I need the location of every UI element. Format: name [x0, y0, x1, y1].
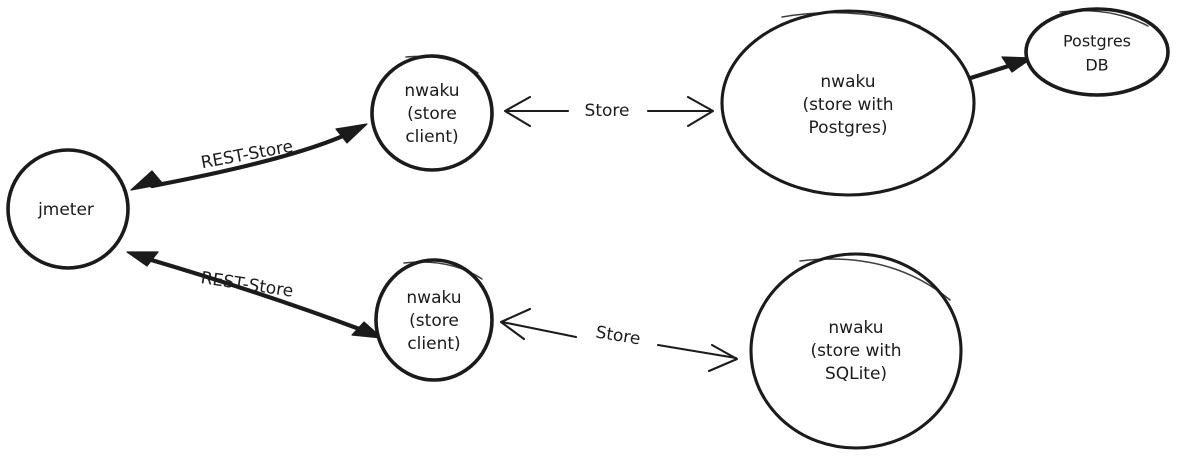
- edge-store-bottom-line-right: [656, 343, 738, 360]
- edge-store-bottom[interactable]: Store: [499, 307, 739, 373]
- edge-rest-store-top-arrowhead-start: [130, 170, 164, 191]
- node-postgres-db-label-line-2: DB: [1085, 56, 1108, 75]
- node-nwaku-store-postgres-shape: [720, 9, 976, 197]
- edge-rest-store-bottom-arrowhead-end: [351, 321, 383, 339]
- node-nwaku-store-client-top-label-line-1: nwaku: [404, 81, 459, 101]
- edge-store-bottom-arrowhead-right: [707, 343, 739, 373]
- node-nwaku-store-sqlite[interactable]: nwaku (store with SQLite): [749, 252, 963, 450]
- node-jmeter[interactable]: jmeter: [6, 148, 130, 270]
- node-nwaku-store-client-bottom[interactable]: nwaku (store client): [374, 258, 494, 382]
- edge-rest-store-top-arrowhead-end: [335, 123, 368, 144]
- edge-store-top-arrowhead-right: [686, 95, 715, 128]
- node-nwaku-store-sqlite-label-line-3: SQLite): [825, 364, 887, 384]
- node-nwaku-store-sqlite-label-line-1: nwaku: [828, 318, 883, 338]
- node-jmeter-label-line-1: jmeter: [37, 200, 94, 220]
- edge-store-bottom-line-left: [500, 320, 578, 339]
- node-nwaku-store-sqlite-label-line-2: (store with: [810, 341, 901, 361]
- edge-store-top[interactable]: Store: [503, 95, 715, 128]
- edge-rest-store-top-line: [149, 127, 359, 189]
- edge-rest-store-bottom-arrowhead-start: [126, 251, 159, 267]
- edge-postgres-link-arrowhead-right: [1001, 56, 1033, 73]
- node-nwaku-store-client-top-label-line-3: client): [405, 127, 458, 147]
- node-jmeter-shape: [6, 148, 130, 270]
- node-nwaku-store-client-top-shape: [370, 54, 494, 172]
- node-nwaku-store-client-top-label-line-2: (store: [407, 104, 457, 124]
- node-nwaku-store-client-bottom-sketch-echo: [403, 261, 483, 280]
- node-nwaku-store-postgres-sketch-echo: [781, 11, 921, 27]
- node-nwaku-store-client-bottom-label-line-2: (store: [409, 311, 459, 331]
- node-nwaku-store-sqlite-shape: [749, 252, 963, 450]
- node-jmeter-sketch-echo: [107, 163, 128, 205]
- node-nwaku-store-postgres-label-line-1: nwaku: [820, 72, 875, 92]
- edge-rest-store-top[interactable]: REST-Store: [130, 123, 368, 191]
- node-nwaku-store-client-bottom-shape: [374, 258, 494, 382]
- edge-store-bottom-arrowhead-left: [499, 307, 532, 341]
- edge-label-store-bottom: Store: [594, 323, 642, 350]
- edge-rest-store-bottom[interactable]: REST-Store: [126, 251, 383, 339]
- node-nwaku-store-postgres-label-line-2: (store with: [802, 95, 893, 115]
- node-nwaku-store-client-top[interactable]: nwaku (store client): [370, 54, 494, 172]
- node-nwaku-store-client-bottom-label-line-3: client): [407, 334, 460, 354]
- node-postgres-db-label-line-1: Postgres: [1063, 32, 1131, 51]
- node-nwaku-store-sqlite-sketch-echo: [799, 258, 951, 301]
- node-nwaku-store-postgres[interactable]: nwaku (store with Postgres): [720, 9, 976, 197]
- edge-label-store-top: Store: [585, 101, 630, 121]
- edge-label-rest-store-bottom: REST-Store: [199, 268, 294, 302]
- edge-store-top-arrowhead-left: [503, 95, 532, 128]
- edge-rest-store-bottom-line: [145, 256, 365, 333]
- node-postgres-db-sketch-echo: [1059, 9, 1149, 27]
- node-postgres-db-shape: [1024, 7, 1170, 97]
- node-nwaku-store-client-bottom-label-line-1: nwaku: [406, 288, 461, 308]
- node-nwaku-store-postgres-label-line-3: Postgres): [809, 118, 888, 138]
- node-postgres-db[interactable]: Postgres DB: [1024, 7, 1170, 97]
- node-nwaku-store-client-top-sketch-echo: [405, 55, 479, 74]
